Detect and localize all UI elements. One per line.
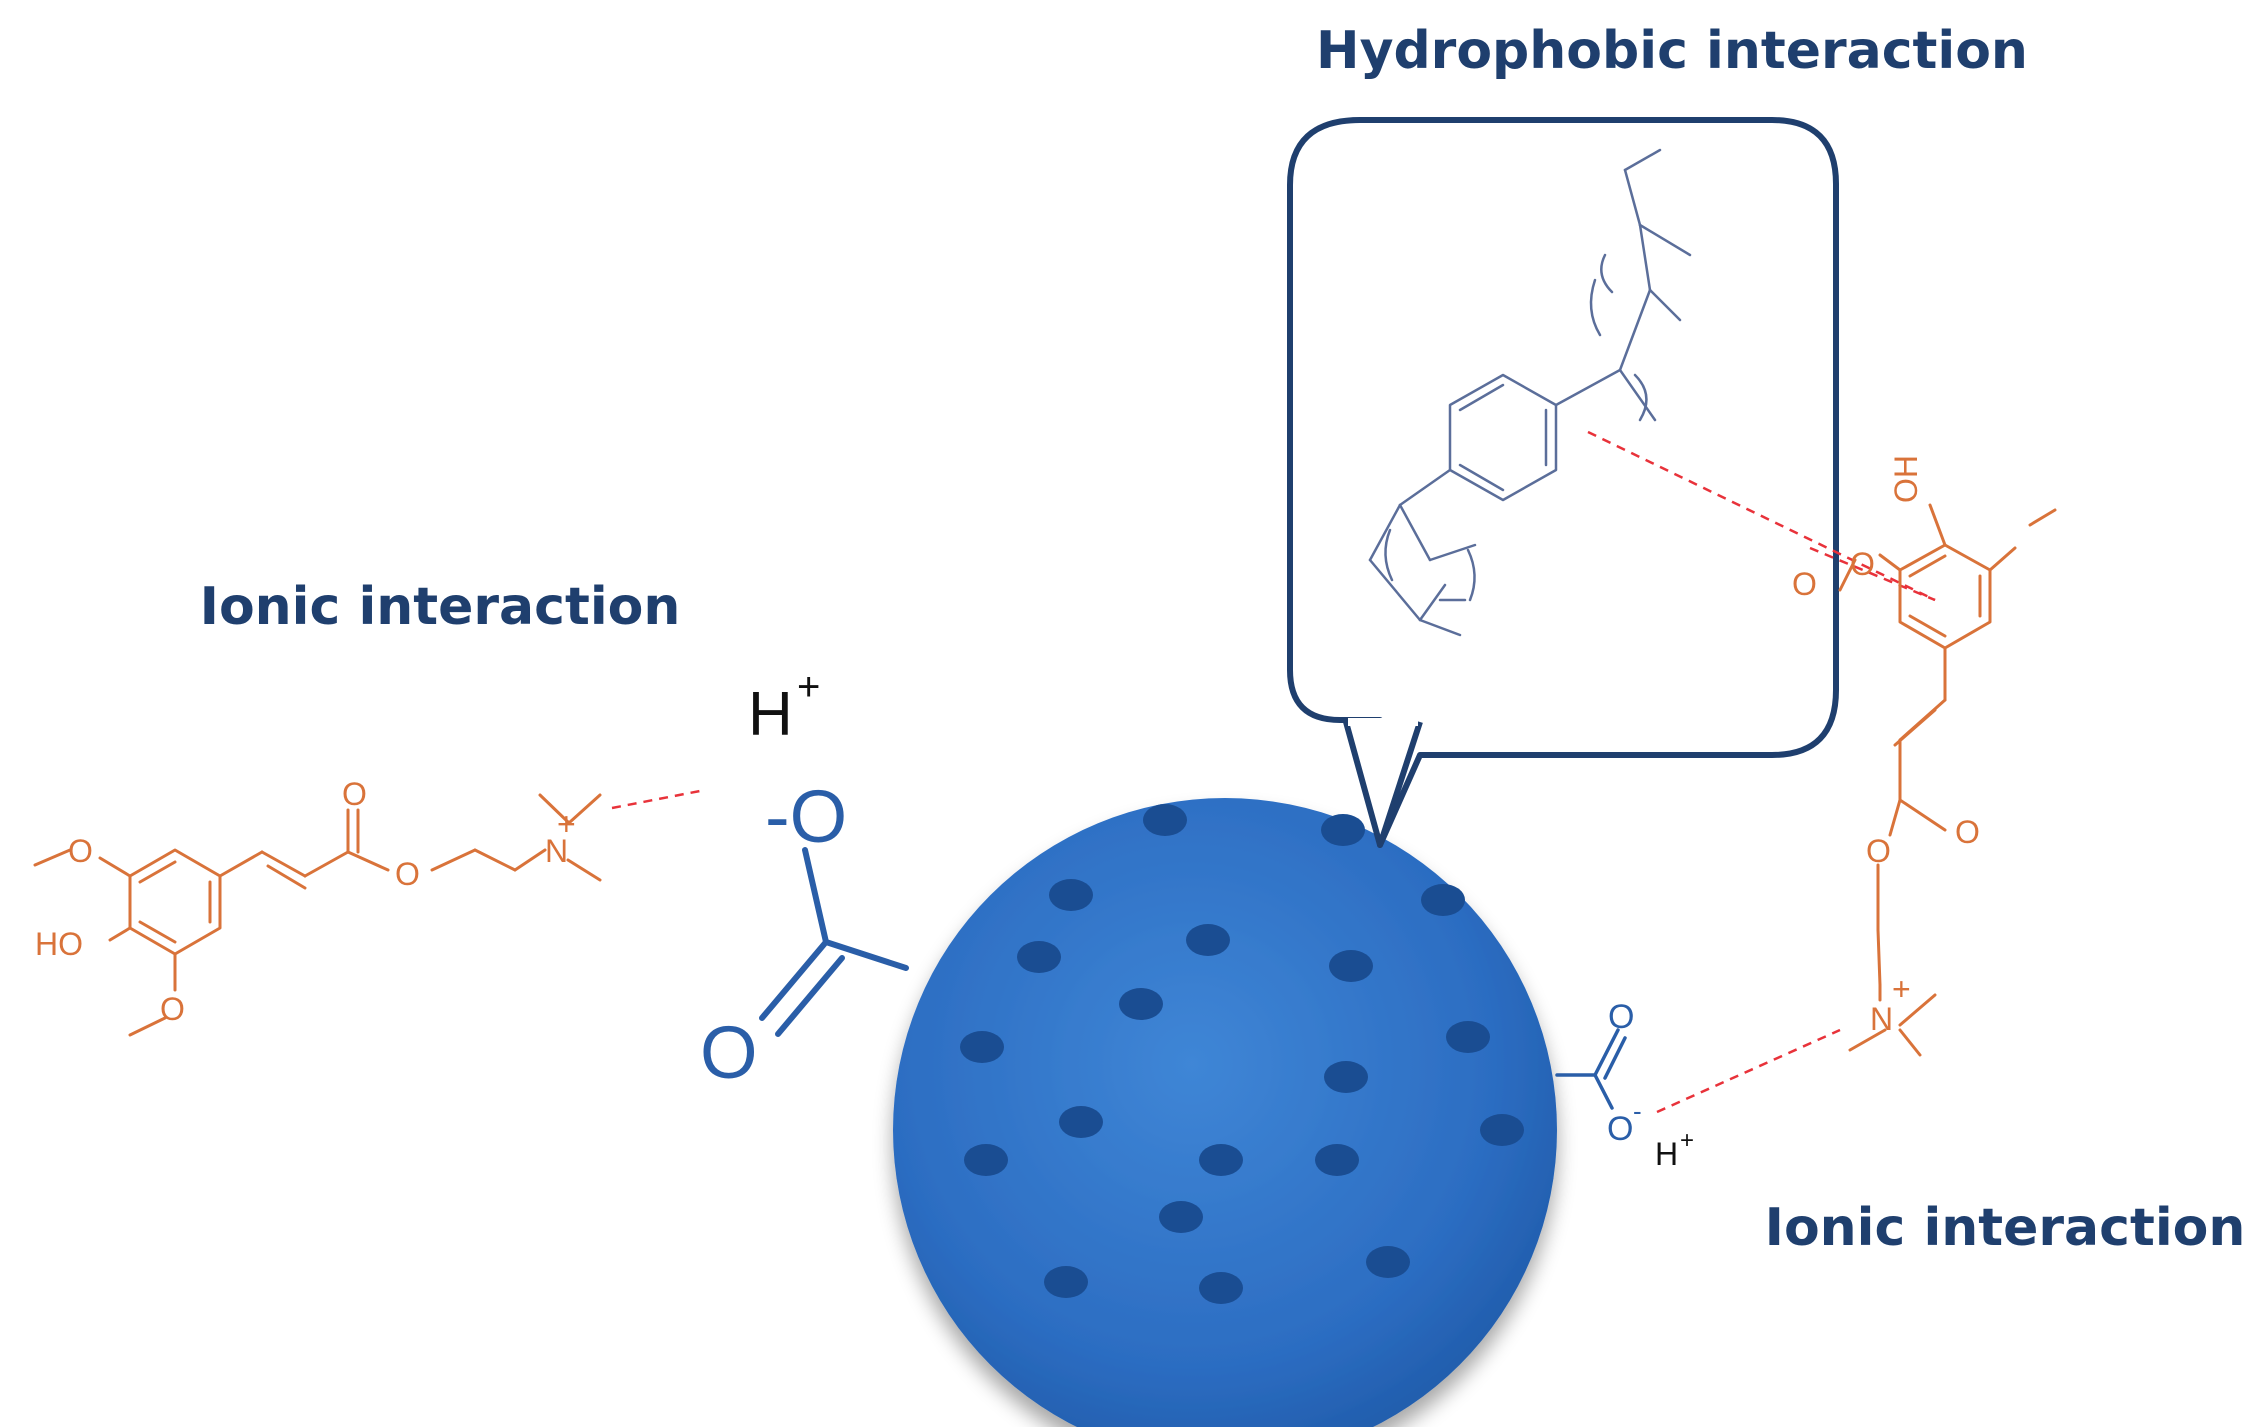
- right-o-methoxy-b: O: [1792, 566, 1817, 602]
- sinapine-molecule-left: O HO O O O N +: [33, 776, 602, 1037]
- right-oh-group: OH: [1888, 455, 1924, 503]
- hydrophobic-callout-bubble: [1287, 117, 1839, 848]
- ionic-interaction-right-label: Ionic interaction: [1765, 1198, 2246, 1258]
- oxygen-double-right: O: [1608, 998, 1634, 1036]
- carboxylate-group-left: -O O: [700, 775, 909, 1094]
- left-ho-group: HO: [35, 926, 83, 962]
- proton-left-charge: +: [797, 665, 820, 709]
- left-o-methoxy-bottom: O: [160, 991, 185, 1027]
- right-n-atom: N: [1870, 1001, 1893, 1037]
- polymer-particle: [893, 798, 1557, 1427]
- ionic-interaction-right-line: [1656, 1028, 1841, 1114]
- right-o-ester: O: [1866, 833, 1891, 869]
- left-o-methoxy-top: O: [68, 833, 93, 869]
- proton-right: H: [1655, 1136, 1678, 1172]
- left-o-ester: O: [395, 856, 420, 892]
- callout-tail: [1343, 721, 1423, 848]
- left-o-carbonyl: O: [342, 776, 367, 812]
- oxygen-double-left: O: [700, 1011, 758, 1094]
- ionic-interaction-left-label: Ionic interaction: [200, 577, 681, 637]
- right-n-charge: +: [1892, 971, 1911, 1007]
- hydrophobic-interaction-line: [1587, 430, 1936, 602]
- right-o-carbonyl: O: [1955, 814, 1980, 850]
- oxygen-minus-right: O: [1607, 1110, 1633, 1148]
- oxygen-minus-left: -O: [765, 775, 847, 858]
- pi-interaction-line: [1809, 546, 1936, 602]
- ionic-interaction-left-line: [611, 788, 706, 810]
- left-n-charge: +: [557, 806, 576, 842]
- proton-right-charge: +: [1680, 1127, 1694, 1154]
- polystyrene-unit-structure: [1368, 148, 1692, 637]
- right-o-methoxy-a: O: [1850, 546, 1875, 582]
- proton-left: H: [748, 680, 793, 749]
- sinapine-molecule-right: OH O O O O N +: [1792, 455, 2057, 1057]
- left-n-atom: N: [545, 833, 568, 869]
- particle-pores: [960, 804, 1524, 1304]
- hydrophobic-interaction-label: Hydrophobic interaction: [1316, 21, 2028, 81]
- oxygen-minus-right-charge: -: [1633, 1096, 1642, 1126]
- carboxylate-group-right: O O -: [1555, 998, 1642, 1148]
